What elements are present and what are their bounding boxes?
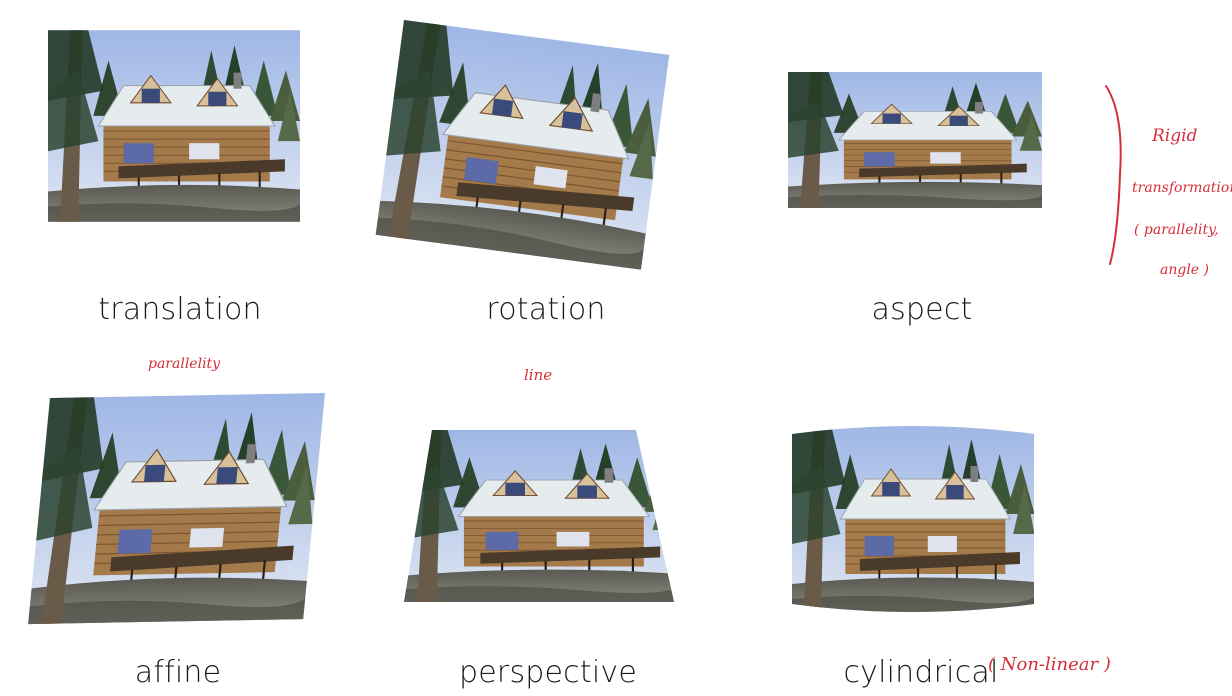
rigid-note-line1: Rigid (1152, 126, 1198, 146)
rigid-note-line4: angle ) (1160, 262, 1209, 278)
affine-label: affine (134, 655, 222, 690)
line-note: line (524, 366, 553, 384)
rigid-brace (1104, 84, 1128, 270)
rigid-note-line3: ( parallelity, (1134, 222, 1219, 238)
nonlinear-note: ( Non-linear ) (988, 654, 1111, 675)
cylindrical-label: cylindrical (843, 655, 999, 690)
rigid-note-line2: transformation (1132, 180, 1232, 196)
aspect-label: aspect (871, 292, 973, 327)
translation-label: translation (98, 292, 262, 327)
perspective-label: perspective (459, 655, 637, 690)
aspect-image (786, 70, 1044, 210)
affine-image (22, 391, 327, 626)
rotation-image (374, 18, 682, 271)
rotation-label: rotation (486, 292, 606, 327)
cylindrical-image (792, 424, 1034, 614)
perspective-image (404, 430, 676, 602)
translation-image (46, 29, 302, 223)
parallelity-note: parallelity (148, 356, 221, 372)
